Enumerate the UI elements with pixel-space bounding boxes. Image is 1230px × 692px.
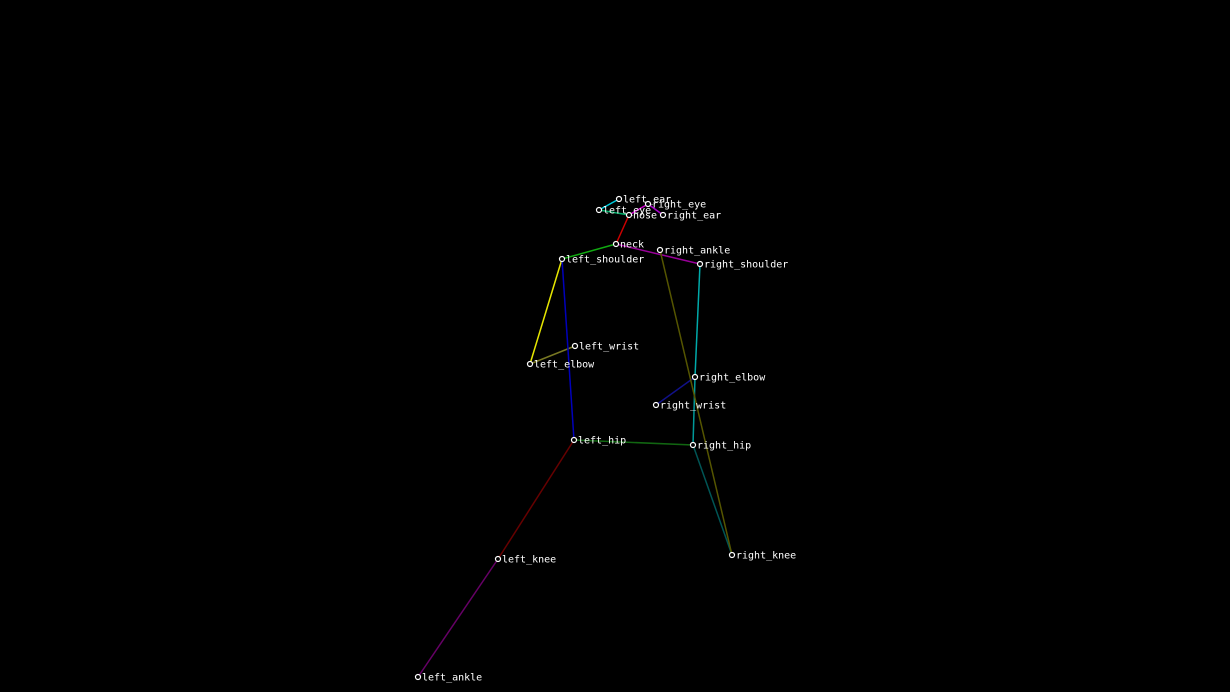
keypoint-right_ear: right_ear (659, 211, 721, 222)
keypoint-marker (558, 255, 566, 263)
keypoint-label: left_shoulder (566, 255, 644, 266)
keypoint-label: left_knee (502, 555, 556, 566)
keypoint-right_eye: right_eye (644, 200, 706, 211)
keypoint-marker (526, 360, 534, 368)
keypoint-label: nose (633, 211, 657, 222)
keypoint-label: left_ankle (422, 673, 482, 684)
bone-right_elbow-right_hip (692, 376, 696, 446)
keypoint-label: left_hip (578, 436, 626, 447)
keypoint-marker (571, 342, 579, 350)
keypoint-marker (691, 373, 699, 381)
bone-left_shoulder-left_elbow (529, 258, 563, 365)
bone-right_ankle-right_knee (659, 249, 733, 556)
keypoint-marker (625, 211, 633, 219)
keypoint-label: right_wrist (660, 401, 726, 412)
keypoint-label: right_eye (652, 200, 706, 211)
bone-neck-nose (615, 214, 630, 245)
keypoint-marker (696, 260, 704, 268)
keypoint-label: left_eye (603, 206, 651, 217)
bone-left_shoulder-left_hip (561, 258, 575, 441)
keypoint-marker (595, 206, 603, 214)
bone-right_shoulder-right_elbow (694, 263, 701, 378)
keypoint-label: left_ear (623, 195, 671, 206)
keypoint-marker (570, 436, 578, 444)
keypoint-left_hip: left_hip (570, 436, 626, 447)
keypoint-left_wrist: left_wrist (571, 342, 639, 353)
keypoint-marker (656, 246, 664, 254)
bone-right_elbow-right_wrist (655, 376, 696, 406)
keypoint-marker (612, 240, 620, 248)
keypoint-left_eye: left_eye (595, 206, 651, 217)
keypoint-marker (659, 211, 667, 219)
keypoint-marker (689, 441, 697, 449)
bones-layer (417, 198, 733, 678)
keypoint-left_ear: left_ear (615, 195, 671, 206)
keypoint-right_knee: right_knee (728, 551, 796, 562)
keypoint-right_elbow: right_elbow (691, 373, 766, 384)
bone-nose-right_eye (628, 203, 649, 216)
keypoint-label: left_wrist (579, 342, 639, 353)
keypoint-right_wrist: right_wrist (652, 401, 726, 412)
keypoint-marker (652, 401, 660, 409)
keypoint-left_elbow: left_elbow (526, 360, 595, 371)
bone-left_eye-left_ear (598, 198, 620, 211)
keypoint-marker (494, 555, 502, 563)
bone-right_eye-right_ear (647, 203, 664, 216)
keypoint-left_shoulder: left_shoulder (558, 255, 644, 266)
bone-left_hip-right_hip (573, 439, 694, 446)
keypoint-marker (728, 551, 736, 559)
keypoint-right_ankle: right_ankle (656, 246, 730, 257)
keypoint-right_hip: right_hip (689, 441, 751, 452)
bone-neck-left_shoulder (561, 243, 617, 260)
keypoint-nose: nose (625, 211, 657, 222)
keypoint-label: right_knee (736, 551, 796, 562)
keypoint-label: neck (620, 240, 644, 251)
keypoint-label: right_ankle (664, 246, 730, 257)
keypoint-marker (414, 673, 422, 681)
keypoint-label: right_hip (697, 441, 751, 452)
keypoint-label: right_shoulder (704, 260, 788, 271)
keypoint-label: left_elbow (534, 360, 595, 371)
keypoint-label: right_elbow (699, 373, 766, 384)
keypoint-right_shoulder: right_shoulder (696, 260, 788, 271)
keypoint-left_ankle: left_ankle (414, 673, 482, 684)
keypoint-left_knee: left_knee (494, 555, 556, 566)
bone-nose-left_eye (598, 209, 630, 216)
keypoint-marker (615, 195, 623, 203)
keypoint-marker (644, 200, 652, 208)
keypoint-label: right_ear (667, 211, 721, 222)
keypoint-neck: neck (612, 240, 644, 251)
bone-left_knee-left_ankle (417, 558, 499, 678)
bone-right_hip-right_knee (692, 444, 733, 556)
bone-left_hip-left_knee (497, 439, 575, 560)
bone-neck-right_shoulder (615, 243, 701, 265)
